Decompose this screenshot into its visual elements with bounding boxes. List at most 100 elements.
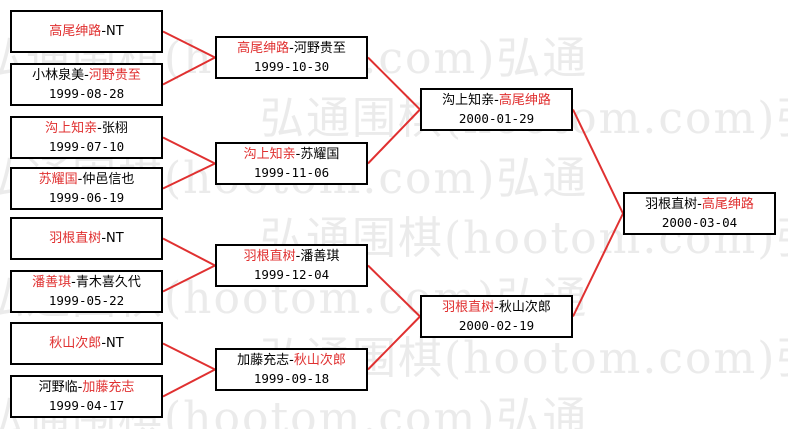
match-date: 1999-04-17 [48,397,125,413]
player-two: 仲邑信也 [82,171,135,187]
matchup-line: 苏耀国-仲邑信也 [12,171,161,189]
player-one: 河野临 [38,379,78,395]
matchup-line: 羽根直树-NT [12,230,161,248]
player-two: 苏耀国 [300,146,340,162]
player-one: 小林泉美 [32,67,85,83]
player-two: NT [106,230,124,246]
player-one: 羽根直树 [442,299,495,315]
match-box-r1-7: 秋山次郎-NT [10,322,163,365]
vs-separator: - [101,23,107,39]
match-date: 1999-12-04 [253,266,330,282]
player-one: 沟上知亲 [45,120,98,136]
player-two: 河野贵至 [88,67,141,83]
player-two: 秋山次郎 [498,299,551,315]
player-one: 高尾绅路 [49,23,102,39]
player-two: NT [106,23,124,39]
matchup-line: 羽根直树-潘善琪 [217,248,366,266]
connector-r2-3 [367,264,421,318]
connector-r2-4 [367,315,421,371]
vs-separator: - [101,230,107,246]
matchup-line: 沟上知亲-苏耀国 [217,146,366,164]
player-one: 加藤充志 [237,352,290,368]
matchup-line: 小林泉美-河野贵至 [12,67,161,85]
match-date: 2000-02-19 [458,317,535,333]
match-date: 1999-05-22 [48,292,125,308]
connector-r1-7 [162,342,216,371]
connector-r2-1 [367,56,421,111]
vs-separator: - [101,335,107,351]
match-date: 1999-06-19 [48,189,125,205]
player-one: 潘善琪 [32,274,72,290]
matchup-line: 高尾绅路-NT [12,23,161,41]
connector-r1-3 [162,136,216,165]
vs-separator: - [295,248,301,264]
player-one: 沟上知亲 [243,146,296,162]
connector-r1-2 [162,56,216,86]
match-date: 2000-01-29 [458,110,535,126]
matchup-line: 沟上知亲-张栩 [12,120,161,138]
vs-separator: - [494,92,499,108]
match-date: 1999-10-30 [253,58,330,74]
match-date: 1999-09-18 [253,370,330,386]
matchup-line: 河野临-加藤充志 [12,379,161,397]
player-two: 河野贵至 [293,40,346,56]
vs-separator: - [97,120,102,136]
vs-separator: - [77,171,83,187]
player-two: 青木喜久代 [75,274,141,290]
matchup-line: 羽根直树-秋山次郎 [422,299,571,317]
match-box-r2-1: 高尾绅路-河野贵至 1999-10-30 [215,36,368,79]
player-one: 羽根直树 [645,196,698,212]
connector-r3-1 [572,109,624,214]
vs-separator: - [289,352,294,368]
player-two: 张栩 [101,120,128,136]
player-one: 沟上知亲 [442,92,495,108]
vs-separator: - [289,40,294,56]
connector-r2-2 [367,108,421,165]
vs-separator: - [697,196,702,212]
player-two: 秋山次郎 [293,352,346,368]
player-one: 高尾绅路 [237,40,290,56]
player-one: 秋山次郎 [49,335,102,351]
connector-r3-2 [572,213,624,317]
vs-separator: - [295,146,301,162]
matchup-line: 秋山次郎-NT [12,335,161,353]
vs-separator: - [494,299,499,315]
connector-r1-6 [162,264,216,293]
match-box-r1-1: 高尾绅路-NT [10,10,163,53]
vs-separator: - [71,274,76,290]
connector-r1-4 [162,162,216,190]
player-one: 苏耀国 [38,171,78,187]
player-two: 高尾绅路 [498,92,551,108]
player-one: 羽根直树 [243,248,296,264]
vs-separator: - [77,379,83,395]
matchup-line: 潘善琪-青木喜久代 [12,274,161,292]
match-date: 2000-03-04 [661,214,738,230]
player-two: 加藤充志 [82,379,135,395]
match-date: 1999-11-06 [253,164,330,180]
matchup-line: 沟上知亲-高尾绅路 [422,92,571,110]
connector-r1-1 [162,30,216,59]
connector-r1-8 [162,368,216,398]
match-date: 1999-08-28 [48,85,125,101]
connector-r1-5 [162,237,216,267]
player-two: 高尾绅路 [701,196,754,212]
match-box-r1-5: 羽根直树-NT [10,217,163,260]
player-two: 潘善琪 [300,248,340,264]
matchup-line: 加藤充志-秋山次郎 [217,352,366,370]
matchup-line: 羽根直树-高尾绅路 [625,196,774,214]
player-one: 羽根直树 [49,230,102,246]
vs-separator: - [84,67,89,83]
